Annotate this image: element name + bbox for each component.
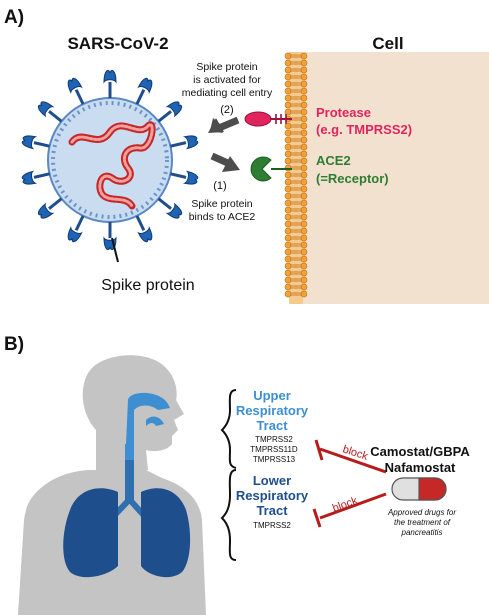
spike-protein (19, 166, 53, 188)
upper-protease-list: TMPRSS2 TMPRSS11D TMPRSS13 (250, 435, 298, 464)
spike-pointer (111, 237, 119, 263)
cell-cytoplasm (300, 52, 489, 304)
drug-name-camostat: Camostat/GBPA (370, 444, 470, 459)
svg-text:TMPRSS11D: TMPRSS11D (250, 445, 298, 454)
ace2-receptor-label: (=Receptor) (316, 171, 389, 186)
spike-protein (167, 132, 201, 154)
block-label-lower: block (331, 495, 360, 515)
protease-label: Protease (316, 105, 371, 120)
cell-membrane-core (289, 52, 303, 304)
spike-protein (34, 192, 67, 223)
approved-drugs-note: Approved drugs for the treatment of panc… (387, 508, 456, 537)
svg-text:Spike protein: Spike protein (196, 61, 257, 73)
svg-text:Lower: Lower (253, 473, 291, 488)
svg-text:Tract: Tract (256, 418, 288, 433)
lower-protease-list: TMPRSS2 (253, 521, 291, 530)
svg-text:Tract: Tract (256, 503, 288, 518)
arrow-step1 (210, 152, 240, 172)
virus-title: SARS-CoV-2 (67, 34, 168, 53)
step2-text: Spike protein is activated for mediating… (182, 61, 273, 116)
protease-example: (e.g. TMPRSS2) (316, 122, 412, 137)
protease-icon (244, 111, 292, 127)
block-inhibition-lower: block (312, 492, 387, 528)
panel-b-label: B) (4, 334, 24, 355)
upper-tract-label: Upper Respiratory Tract (236, 388, 309, 433)
spike-protein (34, 97, 67, 128)
panel-a-label: A) (4, 7, 24, 28)
spike-protein (153, 192, 186, 223)
spike-protein-label: Spike protein (101, 277, 194, 294)
svg-text:TMPRSS2: TMPRSS2 (255, 435, 293, 444)
drug-name-nafamostat: Nafamostat (385, 460, 456, 475)
lower-tract-label: Lower Respiratory Tract (236, 473, 309, 518)
pill-capsule-icon (391, 477, 447, 501)
cell-title: Cell (372, 34, 403, 53)
spike-protein (19, 132, 53, 154)
arrow-step2 (208, 116, 240, 133)
step1-text: (1) Spike protein binds to ACE2 (189, 180, 256, 223)
svg-text:(2): (2) (220, 104, 233, 116)
ace2-label: ACE2 (316, 153, 351, 168)
svg-text:Approved drugs for: Approved drugs for (387, 508, 456, 517)
spike-protein (153, 97, 186, 128)
lower-respiratory-tract (63, 460, 191, 578)
virus-particle (19, 68, 201, 252)
block-inhibition-upper: block (314, 439, 387, 474)
spike-protein (167, 166, 201, 188)
svg-text:(1): (1) (213, 180, 226, 192)
lower-brace (220, 469, 237, 561)
spike-protein (102, 68, 118, 100)
svg-text:the treatment of: the treatment of (394, 518, 451, 527)
svg-text:mediating cell entry: mediating cell entry (182, 87, 273, 99)
upper-respiratory-tract (125, 392, 170, 460)
svg-text:Spike protein: Spike protein (191, 198, 252, 210)
svg-text:Respiratory: Respiratory (236, 488, 309, 503)
ace2-receptor-icon (250, 156, 292, 182)
svg-text:TMPRSS13: TMPRSS13 (253, 455, 296, 464)
svg-text:Upper: Upper (253, 388, 291, 403)
human-silhouette (18, 355, 206, 615)
svg-text:is activated for: is activated for (193, 74, 261, 86)
upper-brace (220, 389, 237, 469)
svg-text:pancreatitis: pancreatitis (401, 528, 443, 537)
svg-text:Respiratory: Respiratory (236, 403, 309, 418)
svg-text:binds to ACE2: binds to ACE2 (189, 211, 256, 223)
